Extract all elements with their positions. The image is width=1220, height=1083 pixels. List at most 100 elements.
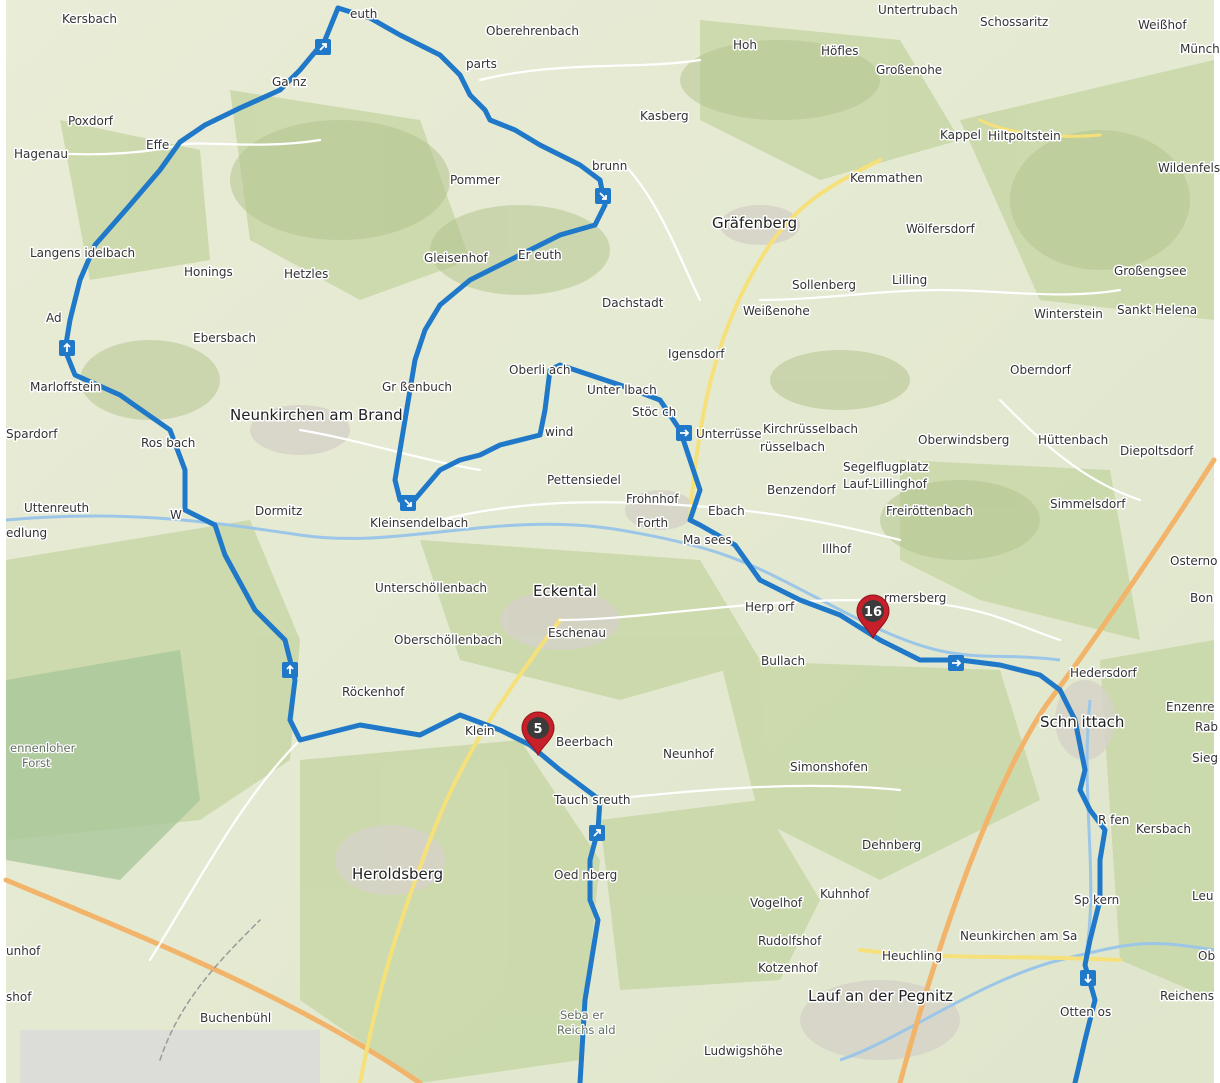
marker-label: 5 [533, 722, 542, 737]
place-label: Eschenau [548, 626, 606, 640]
place-label: rüsselbach [760, 440, 825, 454]
place-label: Weißhof [1138, 18, 1187, 32]
place-label: Hagenau [14, 147, 68, 161]
place-label: Enzenre [1166, 700, 1215, 714]
place-label: Stöc ch [632, 405, 676, 419]
place-label: W [170, 508, 182, 522]
place-label: Herp orf [745, 600, 795, 614]
place-label: Wildenfels [1158, 161, 1220, 175]
place-label: Großenohe [876, 63, 942, 77]
place-label: Kasberg [640, 109, 689, 123]
place-label: unhof [6, 944, 41, 958]
place-label: Hoh [733, 38, 757, 52]
place-label: Effe [146, 138, 169, 152]
place-label: Höfles [821, 44, 859, 58]
place-label: Neunhof [663, 747, 715, 761]
place-label: Freiröttenbach [886, 504, 973, 518]
place-label: Buchenbühl [200, 1011, 271, 1025]
place-label: Spardorf [6, 427, 58, 441]
map-marker-16[interactable]: 16 [856, 594, 890, 640]
place-label: wind [545, 425, 573, 439]
place-label: Neunkirchen am Sa [960, 929, 1077, 943]
place-label: Unterrüsse [696, 427, 762, 441]
place-label: Ludwigshöhe [704, 1044, 783, 1058]
place-label: Marloffstein [30, 380, 101, 394]
place-label: Simonshofen [790, 760, 868, 774]
place-label: Unter lbach [587, 383, 657, 397]
place-label: Pettensiedel [547, 473, 621, 487]
place-label: Rudolfshof [758, 934, 822, 948]
place-label: Honings [184, 265, 233, 279]
place-label: Reichens [1160, 989, 1214, 1003]
place-label: Rab [1195, 720, 1218, 734]
place-label: edlung [6, 526, 47, 540]
place-label: Frohnhof [626, 492, 679, 506]
place-label: Oed nberg [554, 868, 617, 882]
place-label: Lilling [892, 273, 927, 287]
place-label: Reichs ald [557, 1023, 616, 1037]
place-label: Ad [46, 311, 62, 325]
route [59, 5, 1108, 1083]
place-label: Schn ittach [1040, 713, 1124, 731]
place-labels: Kersbach euth Oberehrenbach Untertrubach… [5, 2, 1220, 1060]
place-label: R fen [1098, 813, 1129, 827]
place-label: Weißenohe [743, 304, 810, 318]
place-label: Oberndorf [1010, 363, 1072, 377]
place-label: Untertrubach [878, 3, 958, 17]
place-label: Hiltpoltstein [988, 129, 1061, 143]
place-label: Röckenhof [342, 685, 405, 699]
place-label: Kersbach [1136, 822, 1191, 836]
place-label: Ros bach [141, 436, 195, 450]
place-label: Dormitz [255, 504, 302, 518]
place-label: Wölfersdorf [906, 222, 976, 236]
poi-markers[interactable]: 16 5 [521, 594, 890, 757]
place-label: Simmelsdorf [1050, 497, 1126, 511]
place-label: Lauf-Lillinghof [843, 477, 928, 491]
place-label: Osterno [1170, 554, 1217, 568]
rivers [5, 514, 1215, 1062]
place-label: Vogelhof [750, 896, 803, 910]
place-label: Otten os [1060, 1005, 1111, 1019]
place-label: parts [466, 57, 497, 71]
place-label: Oberwindsberg [918, 433, 1009, 447]
marker-badge [527, 717, 549, 739]
place-label: brunn [592, 159, 627, 173]
place-label: Gr ßenbuch [382, 380, 452, 394]
place-label: Oberehrenbach [486, 24, 579, 38]
place-label: Münch [1180, 42, 1220, 56]
place-label: Kemmathen [850, 171, 923, 185]
place-label: Beerbach [556, 735, 613, 749]
place-label: Schossaritz [980, 15, 1048, 29]
place-label: Forth [637, 516, 668, 530]
place-label: Diepoltsdorf [1120, 444, 1194, 458]
place-label: Winterstein [1034, 307, 1103, 321]
place-label: Bon [1190, 591, 1213, 605]
heath-area [6, 650, 200, 880]
place-label: Segelflugplatz [843, 460, 928, 474]
place-label: Gleisenhof [424, 251, 489, 265]
route-loop-north [335, 5, 1108, 1083]
place-label: Kersbach [62, 12, 117, 26]
place-label: Seba er [560, 1008, 604, 1022]
place-label: Poxdorf [68, 114, 114, 128]
place-label: Igensdorf [668, 347, 725, 361]
place-label: Forst [22, 756, 51, 770]
place-label: Ga nz [272, 75, 306, 89]
place-label: Ob [1198, 949, 1215, 963]
place-label: ennenloher [10, 741, 76, 755]
hill-shading [80, 40, 1190, 560]
place-label: Sp kern [1074, 893, 1119, 907]
place-label: euth [350, 7, 377, 21]
marker-badge [862, 600, 884, 622]
place-label: Heuchling [882, 949, 942, 963]
place-label: Ebersbach [193, 331, 256, 345]
place-label: rmersberg [884, 591, 946, 605]
place-label: Sieg [1192, 751, 1218, 765]
marker-label: 16 [864, 605, 882, 620]
map-marker-5[interactable]: 5 [521, 711, 555, 757]
place-label: Illhof [822, 542, 852, 556]
place-label: Langens idelbach [30, 246, 135, 260]
place-label: Kleinsendelbach [370, 516, 468, 530]
